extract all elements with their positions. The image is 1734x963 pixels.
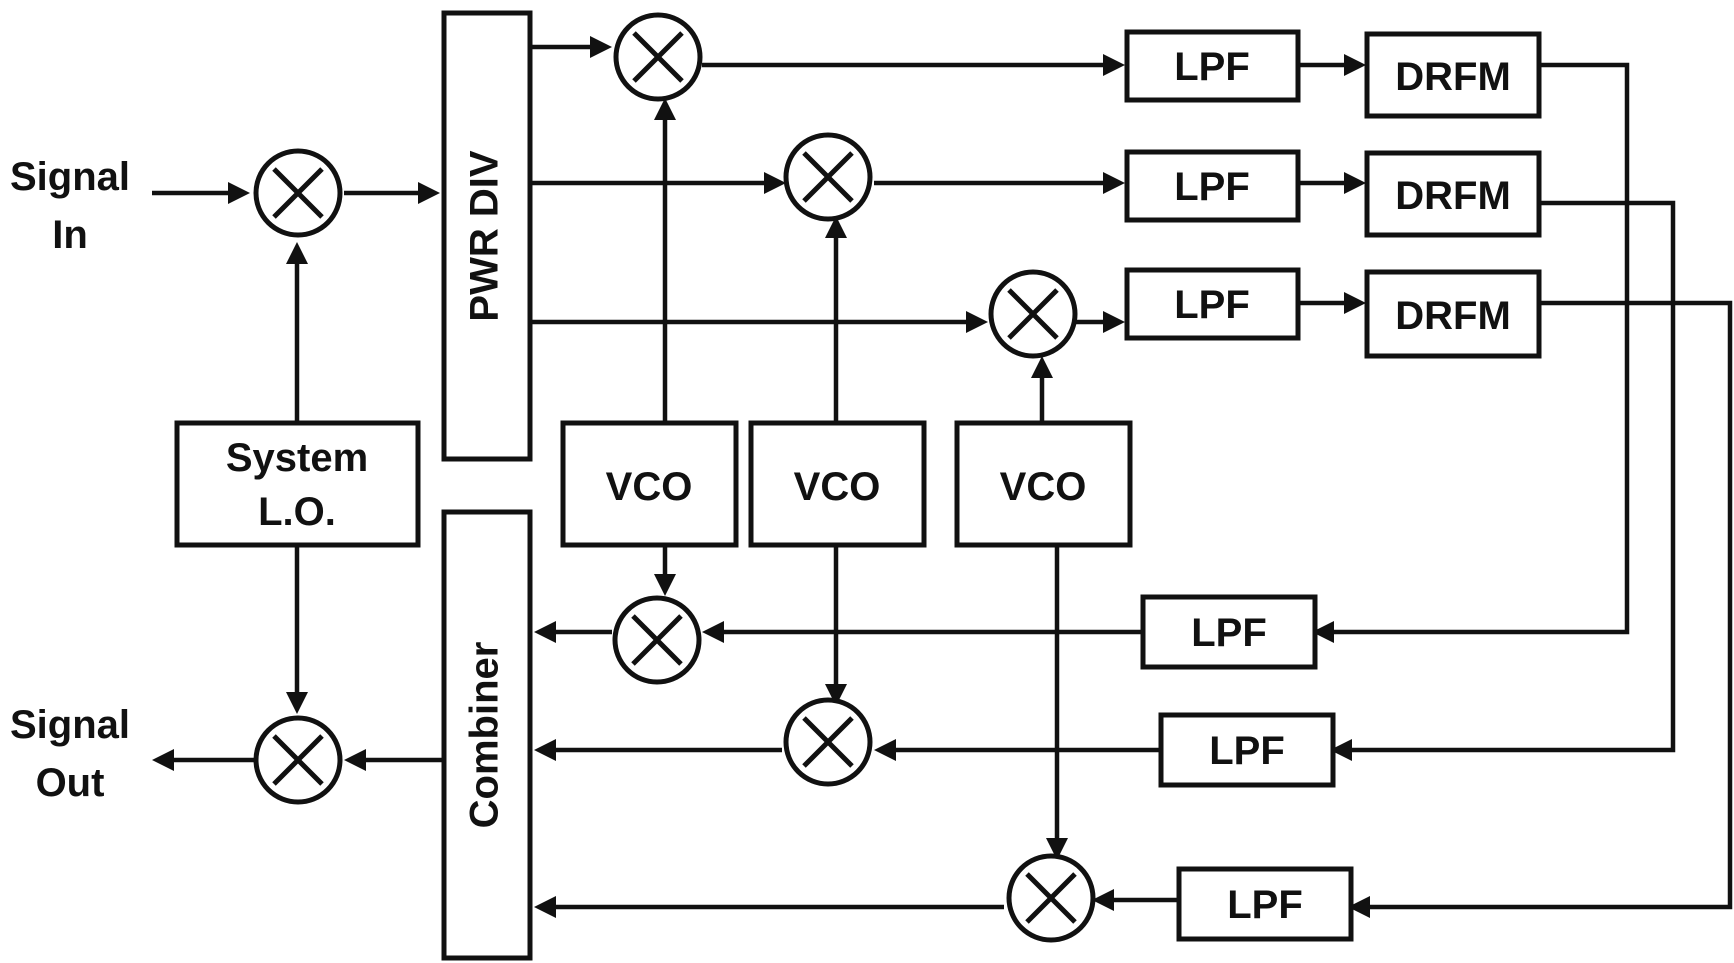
mixer-lower-3 — [1006, 853, 1096, 943]
drfm-label: DRFM — [1395, 174, 1511, 218]
signal-out-label-line-2: Out — [36, 761, 105, 805]
lpf-lower-1: LPF — [1140, 594, 1318, 670]
power-divider-block: PWR DIV — [441, 10, 533, 462]
mixer-output — [253, 715, 343, 805]
signal-in-label-line-2: In — [52, 213, 88, 257]
drfm-block-1: DRFM — [1364, 31, 1542, 119]
vco-label: VCO — [794, 465, 881, 509]
mixer-lower-1 — [612, 595, 702, 685]
drfm-label: DRFM — [1395, 55, 1511, 99]
mixer-upper-2 — [783, 132, 873, 222]
mixer-input — [253, 148, 343, 238]
lpf-upper-2: LPF — [1124, 149, 1301, 223]
lpf-lower-2: LPF — [1158, 712, 1336, 788]
lpf-label: LPF — [1174, 283, 1250, 327]
lpf-upper-3: LPF — [1124, 267, 1301, 341]
drfm-label: DRFM — [1395, 294, 1511, 338]
vco-label: VCO — [1000, 465, 1087, 509]
lpf-label: LPF — [1227, 883, 1303, 927]
arrowheads — [152, 36, 1370, 918]
lpf-upper-1: LPF — [1124, 29, 1301, 103]
signal-out-label: Signal Out — [10, 703, 130, 805]
lpf-lower-3: LPF — [1176, 866, 1354, 942]
system-lo-label-line-1: System — [226, 436, 368, 480]
power-divider-label: PWR DIV — [463, 150, 507, 321]
lpf-label: LPF — [1174, 45, 1250, 89]
connection-lines — [152, 44, 1733, 910]
vco-block-2: VCO — [748, 420, 927, 548]
vco-block-1: VCO — [560, 420, 739, 548]
lpf-label: LPF — [1209, 729, 1285, 773]
lpf-label: LPF — [1174, 165, 1250, 209]
combiner-label: Combiner — [463, 642, 507, 829]
vco-block-3: VCO — [954, 420, 1133, 548]
drfm-block-3: DRFM — [1364, 269, 1542, 359]
mixer-upper-3 — [988, 269, 1078, 359]
mixer-upper-1 — [613, 12, 703, 102]
signal-in-label-line-1: Signal — [10, 155, 130, 199]
drfm-block-2: DRFM — [1364, 150, 1542, 238]
system-lo-label-line-2: L.O. — [258, 490, 336, 534]
combiner-block: Combiner — [441, 509, 533, 961]
lpf-label: LPF — [1191, 611, 1267, 655]
mixer-lower-2 — [783, 697, 873, 787]
signal-out-label-line-1: Signal — [10, 703, 130, 747]
vco-label: VCO — [606, 465, 693, 509]
signal-in-label: Signal In — [10, 155, 130, 257]
system-lo-block: System L.O. — [174, 420, 421, 548]
